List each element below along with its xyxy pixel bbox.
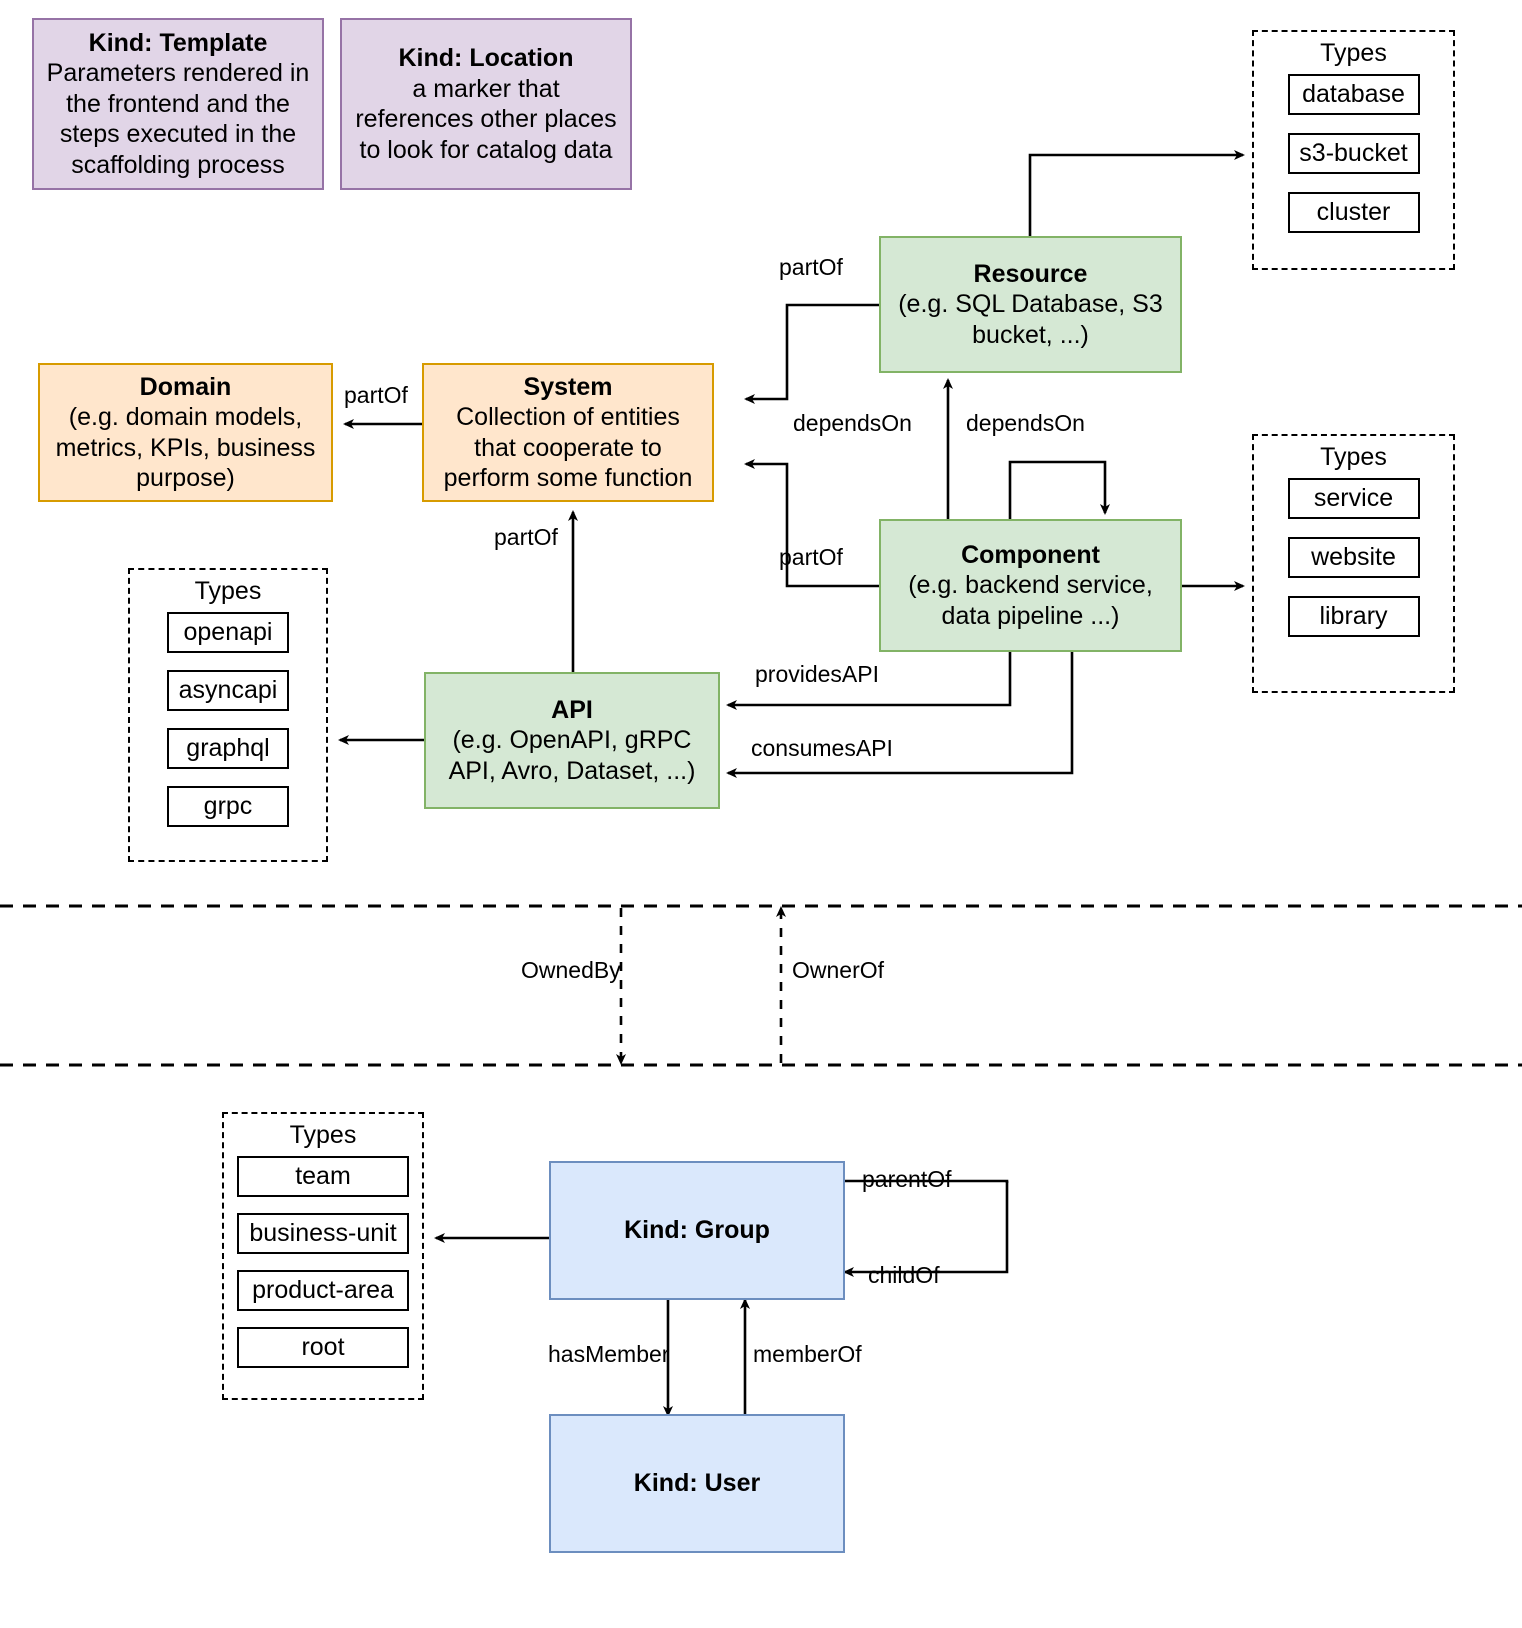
type-chip-product-area[interactable]: product-area [237, 1270, 409, 1311]
node-title: Kind: Location [398, 44, 574, 72]
types-group-group: Types team business-unit product-area ro… [222, 1112, 424, 1400]
types-label: Types [1320, 39, 1387, 67]
type-chip-asyncapi[interactable]: asyncapi [167, 670, 289, 711]
type-chip-cluster[interactable]: cluster [1287, 192, 1420, 233]
type-chip-service[interactable]: service [1287, 478, 1420, 519]
node-body: Collection of entities that cooperate to… [443, 403, 693, 492]
type-chip-grpc[interactable]: grpc [167, 786, 289, 827]
type-chip-website[interactable]: website [1287, 537, 1420, 578]
edge-label-component-providesapi: providesAPI [755, 661, 880, 687]
node-domain[interactable]: Domain (e.g. domain models, metrics, KPI… [38, 363, 333, 502]
edge-label-component-partof-system: partOf [779, 544, 843, 570]
type-chip-business-unit[interactable]: business-unit [237, 1213, 409, 1254]
node-title: System [523, 372, 613, 401]
node-kind-template[interactable]: Kind: Template Parameters rendered in th… [32, 18, 324, 190]
edge-label-ownedby: OwnedBy [521, 957, 621, 983]
node-body: (e.g. OpenAPI, gRPC API, Avro, Dataset, … [448, 726, 696, 785]
edge-label-system-partof-domain: partOf [344, 382, 408, 408]
edge-label-group-parentof: parentOf [862, 1166, 952, 1192]
type-chip-openapi[interactable]: openapi [167, 612, 289, 653]
type-chip-team[interactable]: team [237, 1156, 409, 1197]
node-component[interactable]: Component (e.g. backend service, data pi… [879, 519, 1182, 652]
types-label: Types [289, 1121, 357, 1149]
node-resource[interactable]: Resource (e.g. SQL Database, S3 bucket, … [879, 236, 1182, 373]
node-kind-user[interactable]: Kind: User [549, 1414, 845, 1553]
node-api[interactable]: API (e.g. OpenAPI, gRPC API, Avro, Datas… [424, 672, 720, 809]
edge-label-user-memberof: memberOf [753, 1341, 862, 1367]
node-body: (e.g. SQL Database, S3 bucket, ...) [898, 290, 1163, 349]
node-title: Domain [139, 372, 232, 401]
edge-label-ownerof: OwnerOf [792, 957, 885, 983]
node-system[interactable]: System Collection of entities that coope… [422, 363, 714, 502]
node-title: API [551, 695, 593, 724]
node-body: (e.g. domain models, metrics, KPIs, busi… [55, 403, 316, 492]
node-body: (e.g. backend service, data pipeline ...… [908, 571, 1153, 630]
node-kind-location[interactable]: Kind: Location a marker that references … [340, 18, 632, 190]
node-title: Kind: Group [624, 1216, 770, 1245]
node-title: Kind: User [633, 1469, 761, 1498]
edge-label-component-consumesapi: consumesAPI [751, 735, 893, 761]
type-chip-root[interactable]: root [237, 1327, 409, 1368]
node-title: Component [961, 540, 1100, 569]
node-body: a marker that references other places to… [355, 74, 617, 164]
edge-label-group-childof: childOf [868, 1262, 940, 1288]
types-group-resource: Types database s3-bucket cluster [1252, 30, 1455, 270]
node-title: Kind: Template [88, 28, 268, 57]
edge-label-component-dependson-resource: dependsOn [793, 410, 912, 436]
node-kind-group[interactable]: Kind: Group [549, 1161, 845, 1300]
type-chip-s3-bucket[interactable]: s3-bucket [1287, 133, 1420, 174]
edge-label-group-hasmember: hasMember [548, 1341, 670, 1367]
type-chip-library[interactable]: library [1287, 596, 1420, 637]
types-label: Types [1320, 443, 1387, 471]
node-title: Resource [973, 259, 1088, 288]
edge-label-api-partof-system: partOf [494, 524, 558, 550]
types-group-api: Types openapi asyncapi graphql grpc [128, 568, 328, 862]
type-chip-graphql[interactable]: graphql [167, 728, 289, 769]
types-label: Types [194, 577, 262, 605]
node-body: Parameters rendered in the frontend and … [46, 59, 310, 179]
types-group-component: Types service website library [1252, 434, 1455, 693]
edge-label-resource-partof-system: partOf [779, 254, 843, 280]
edge-label-component-dependson-component: dependsOn [966, 410, 1085, 436]
type-chip-database[interactable]: database [1287, 74, 1420, 115]
